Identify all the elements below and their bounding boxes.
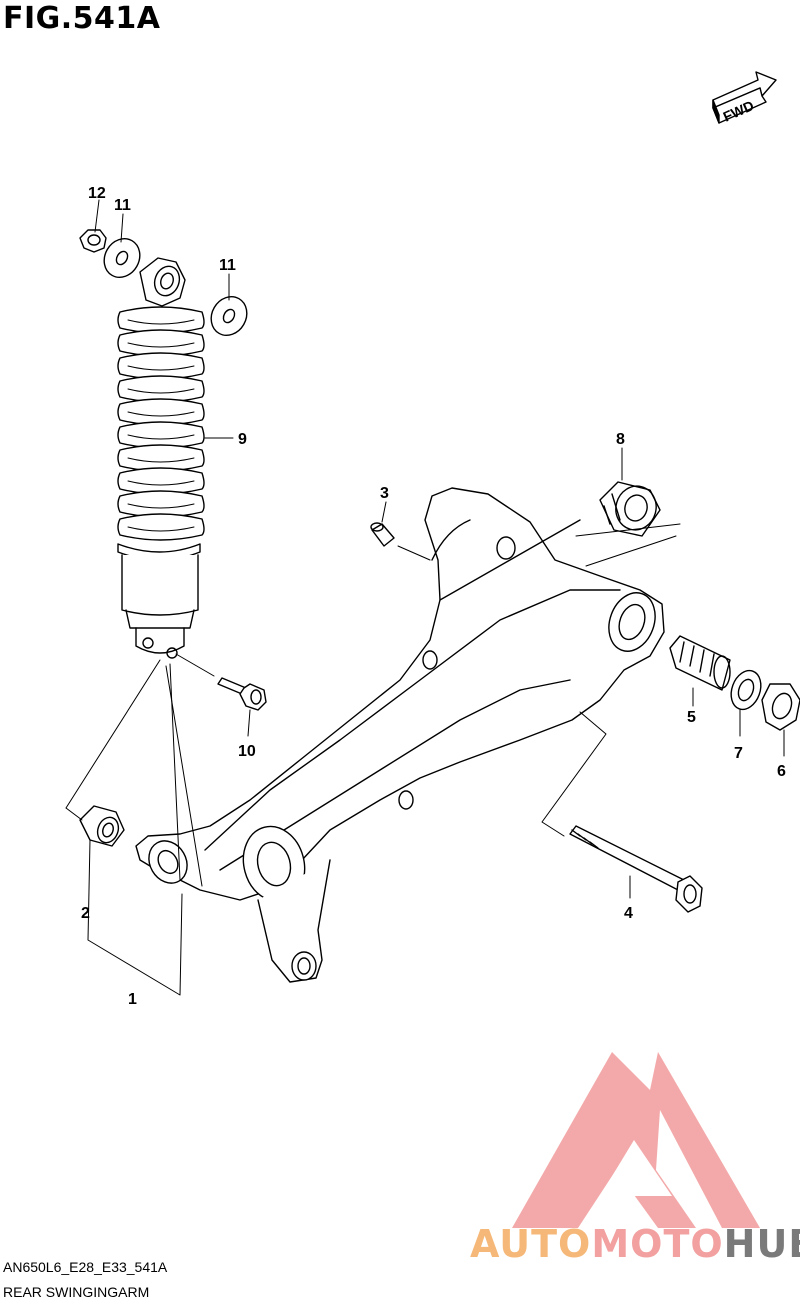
callout-12: 12 [88, 185, 106, 202]
leader-lines [65, 199, 785, 996]
spring-coil [118, 330, 204, 356]
part-10-bolt [218, 678, 266, 710]
spring-coil-inner [128, 527, 194, 531]
spring-coil-inner [128, 504, 194, 508]
part-4-axle-bolt [570, 826, 702, 912]
callout-2: 2 [81, 905, 90, 922]
part-2-bushing [80, 806, 124, 846]
spring-coil-inner [128, 389, 194, 393]
callout-4: 4 [624, 905, 633, 922]
spring-coil-inner [128, 343, 194, 347]
callout-5: 5 [687, 709, 696, 726]
spring-coil-inner [128, 320, 194, 324]
callout-10: 10 [238, 743, 256, 760]
spring-coil [118, 491, 204, 517]
fwd-arrow-icon: FWD [712, 71, 777, 125]
spring-coil-inner [128, 412, 194, 416]
spring-coil [118, 353, 204, 379]
spring-coil [118, 399, 204, 425]
watermark-wordmark: AUTOMOTOHUB [470, 1222, 800, 1266]
figure-code: AN650L6_E28_E33_541A [3, 1259, 168, 1275]
spring-coil-inner [128, 435, 194, 439]
part-12-nut [80, 230, 106, 252]
callout-1: 1 [128, 991, 137, 1008]
swingarm-body [136, 488, 664, 982]
callout-9: 9 [238, 431, 247, 448]
callout-3: 3 [380, 485, 389, 502]
part-7-washer [726, 666, 766, 713]
spring-coil [118, 514, 204, 540]
watermark-word-auto: AUTO [470, 1222, 592, 1266]
spring-coil [118, 376, 204, 402]
part-8-bearing [600, 482, 661, 536]
watermark-logo-icon [512, 1052, 760, 1228]
watermark-word-hub: HUB [723, 1222, 800, 1266]
spring-coil [118, 422, 204, 448]
part-6-nut [762, 684, 800, 730]
callout-7: 7 [734, 745, 743, 762]
part-3-bushing [371, 523, 394, 546]
figure-caption: REAR SWINGINGARM [3, 1284, 150, 1300]
part-11-washer-upper [97, 232, 146, 284]
spring-coil [118, 468, 204, 494]
callout-11-lower: 11 [219, 257, 236, 274]
figure-title: FIG.541A [3, 1, 161, 36]
part-11-washer-lower [204, 290, 253, 342]
callout-8: 8 [616, 431, 625, 448]
spring-coil-inner [128, 458, 194, 462]
part-9-shock-absorber [118, 258, 204, 658]
callout-11-upper: 11 [114, 197, 131, 214]
spring-coil-inner [128, 481, 194, 485]
watermark-word-moto: MOTO [591, 1222, 724, 1266]
spring-coil-inner [128, 366, 194, 370]
part-5-collar [670, 636, 730, 690]
spring-coil [118, 445, 204, 471]
spring-coil [118, 307, 204, 333]
callout-6: 6 [777, 763, 786, 780]
